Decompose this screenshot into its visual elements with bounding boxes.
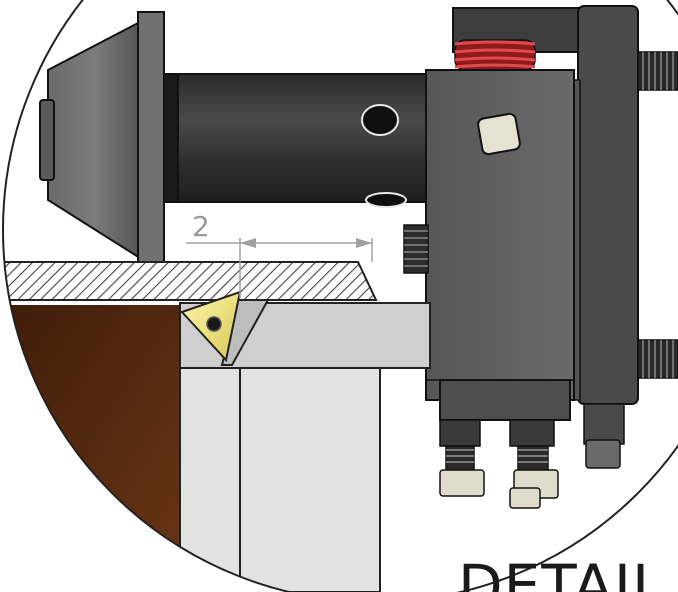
adjustment-screw-left bbox=[439, 419, 485, 497]
housing-block bbox=[425, 69, 575, 421]
threaded-stud-bottom bbox=[637, 339, 678, 379]
dimension-value: 2 bbox=[192, 210, 210, 243]
tool-shank bbox=[179, 299, 431, 592]
hatched-section bbox=[3, 261, 378, 301]
side-screw bbox=[403, 224, 429, 274]
live-center bbox=[39, 11, 165, 263]
detail-label: DETAIL bbox=[458, 552, 665, 592]
shaft bbox=[163, 73, 435, 208]
center-nose bbox=[39, 99, 55, 181]
center-flange bbox=[137, 11, 165, 263]
center-cone bbox=[47, 20, 141, 260]
insert-screw bbox=[206, 316, 222, 332]
plate-bolt bbox=[583, 403, 625, 469]
set-screw-square bbox=[477, 112, 521, 156]
shaft-hole-lower bbox=[365, 192, 407, 208]
shaft-hole bbox=[361, 104, 399, 136]
workpiece bbox=[3, 305, 190, 592]
dimension-annotation: 2 bbox=[186, 210, 373, 298]
threaded-stud-top bbox=[637, 51, 678, 91]
adjustment-screw-right bbox=[509, 419, 559, 509]
cutting-insert bbox=[180, 290, 242, 363]
spring bbox=[454, 39, 536, 71]
